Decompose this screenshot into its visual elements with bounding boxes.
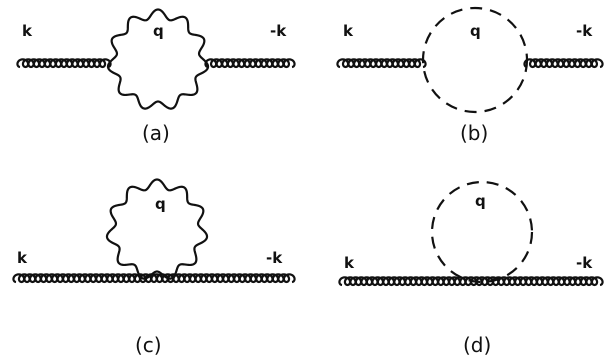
momentum-label-in: k [344, 254, 355, 272]
momentum-label-out: -k [266, 249, 283, 267]
panel-c: k -k q (c) [12, 178, 296, 357]
loop-momentum-label: q [470, 22, 481, 40]
gluon-in-line [336, 58, 427, 69]
momentum-label-in: k [17, 249, 28, 267]
photon-loop [105, 178, 209, 280]
panel-d: k -k q (d) [338, 180, 604, 357]
ghost-loop [430, 180, 534, 284]
momentum-label-out: -k [576, 254, 593, 272]
photon-loop [106, 8, 210, 110]
panel-caption: (a) [142, 121, 170, 145]
momentum-label-out: -k [576, 22, 593, 40]
gluon-line [338, 276, 604, 287]
loop-momentum-label: q [475, 192, 486, 210]
momentum-label-out: -k [270, 22, 287, 40]
loop-momentum-label: q [155, 195, 166, 213]
gluon-out-line [523, 58, 604, 69]
gluon-out-line [204, 58, 296, 69]
ghost-loop [421, 6, 529, 114]
panel-b: k -k q (b) [336, 6, 604, 145]
panel-a: k -k q (a) [16, 8, 296, 145]
gluon-in-line [16, 58, 112, 69]
gluon-line [12, 273, 296, 284]
momentum-label-in: k [343, 22, 354, 40]
panel-caption: (d) [463, 333, 491, 357]
loop-momentum-label: q [153, 22, 164, 40]
panel-caption: (b) [460, 121, 488, 145]
momentum-label-in: k [22, 22, 33, 40]
panel-caption: (c) [135, 333, 162, 357]
